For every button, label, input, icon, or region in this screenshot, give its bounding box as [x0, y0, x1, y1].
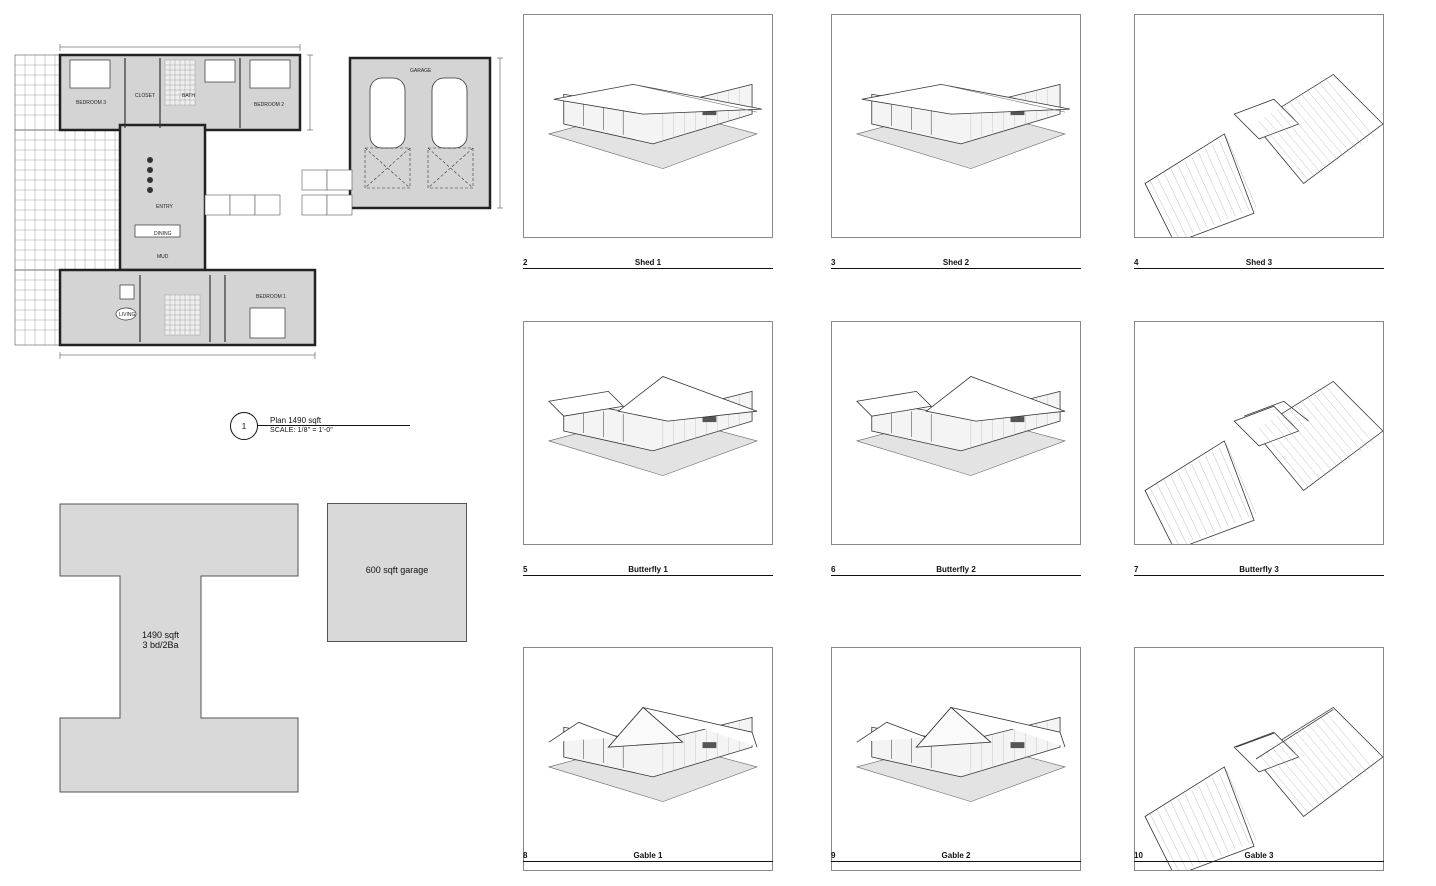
view-caption: 9 Gable 2 — [831, 850, 1081, 862]
label-garage: GARAGE — [410, 68, 432, 74]
label-living: LIVING — [119, 312, 136, 318]
view-name: Shed 3 — [1245, 258, 1273, 267]
view-number: 2 — [523, 258, 528, 267]
view-name: Shed 2 — [942, 258, 970, 267]
house-rendering — [1144, 73, 1383, 237]
view-number: 5 — [523, 565, 528, 574]
house-massing-diagram: 1490 sqft 3 bd/2Ba — [58, 502, 300, 794]
view-number: 10 — [1134, 851, 1143, 860]
callout-leader-line — [258, 425, 410, 426]
house-area-label: 1490 sqft 3 bd/2Ba — [120, 630, 201, 650]
render-view-gable-aerial — [1134, 647, 1384, 871]
view-name: Shed 1 — [634, 258, 662, 267]
label-bath: BATH — [182, 93, 195, 99]
view-caption: 7 Butterfly 3 — [1134, 564, 1384, 576]
view-number: 8 — [523, 851, 528, 860]
house-rendering — [547, 706, 759, 802]
view-caption: 10 Gable 3 — [1134, 850, 1384, 862]
view-name: Butterfly 3 — [1239, 565, 1279, 574]
house-rendering — [1144, 706, 1383, 870]
plan-scale: SCALE: 1/8" = 1'-0" — [270, 427, 333, 434]
view-name: Gable 1 — [633, 851, 663, 860]
label-dining: DINING — [154, 231, 172, 237]
plan-title: Plan 1490 sqft — [270, 416, 322, 425]
view-name: Gable 2 — [941, 851, 971, 860]
garage-massing-box: 600 sqft garage — [327, 503, 467, 642]
view-caption: 3 Shed 2 — [831, 257, 1081, 269]
render-view-shed-side — [831, 14, 1081, 238]
view-name: Gable 3 — [1244, 851, 1274, 860]
label-mud: MUD — [157, 254, 169, 260]
view-number: 6 — [831, 565, 836, 574]
label-entry: ENTRY — [156, 204, 174, 210]
view-caption: 2 Shed 1 — [523, 257, 773, 269]
plan-title-callout: 1 Plan 1490 sqft SCALE: 1/8" = 1'-0" — [230, 412, 420, 442]
label-bedroom3: BEDROOM 3 — [76, 100, 106, 106]
view-name: Butterfly 1 — [628, 565, 668, 574]
view-caption: 8 Gable 1 — [523, 850, 773, 862]
label-bedroom2: BEDROOM 2 — [254, 102, 284, 108]
render-view-butterfly-front — [523, 321, 773, 545]
view-caption: 5 Butterfly 1 — [523, 564, 773, 576]
floor-plan: BEDROOM 3 CLOSET BATH BEDROOM 2 GARAGE E… — [10, 40, 515, 370]
view-number: 9 — [831, 851, 836, 860]
label-bedroom1: BEDROOM 1 — [256, 294, 286, 300]
view-number: 4 — [1134, 258, 1139, 267]
house-rooms: 3 bd/2Ba — [142, 640, 179, 650]
view-number: 3 — [831, 258, 836, 267]
view-number: 7 — [1134, 565, 1139, 574]
house-rendering — [855, 706, 1067, 802]
render-view-gable-side — [831, 647, 1081, 871]
view-number-bubble: 1 — [230, 412, 258, 440]
view-caption: 4 Shed 3 — [1134, 257, 1384, 269]
view-caption: 6 Butterfly 2 — [831, 564, 1081, 576]
render-view-gable-front — [523, 647, 773, 871]
house-rendering — [855, 83, 1071, 169]
render-view-shed-front — [523, 14, 773, 238]
view-name: Butterfly 2 — [936, 565, 976, 574]
render-view-butterfly-side — [831, 321, 1081, 545]
render-view-shed-aerial — [1134, 14, 1384, 238]
house-area: 1490 sqft — [141, 630, 180, 640]
floor-plan-drawing: BEDROOM 3 CLOSET BATH BEDROOM 2 GARAGE E… — [14, 44, 503, 359]
house-rendering — [1144, 380, 1383, 544]
garage-area-label: 600 sqft garage — [365, 565, 429, 575]
house-rendering — [547, 83, 763, 169]
label-closet: CLOSET — [135, 93, 155, 99]
render-view-butterfly-aerial — [1134, 321, 1384, 545]
house-massing-shape — [59, 503, 299, 793]
house-rendering — [547, 376, 759, 476]
house-rendering — [855, 376, 1067, 476]
